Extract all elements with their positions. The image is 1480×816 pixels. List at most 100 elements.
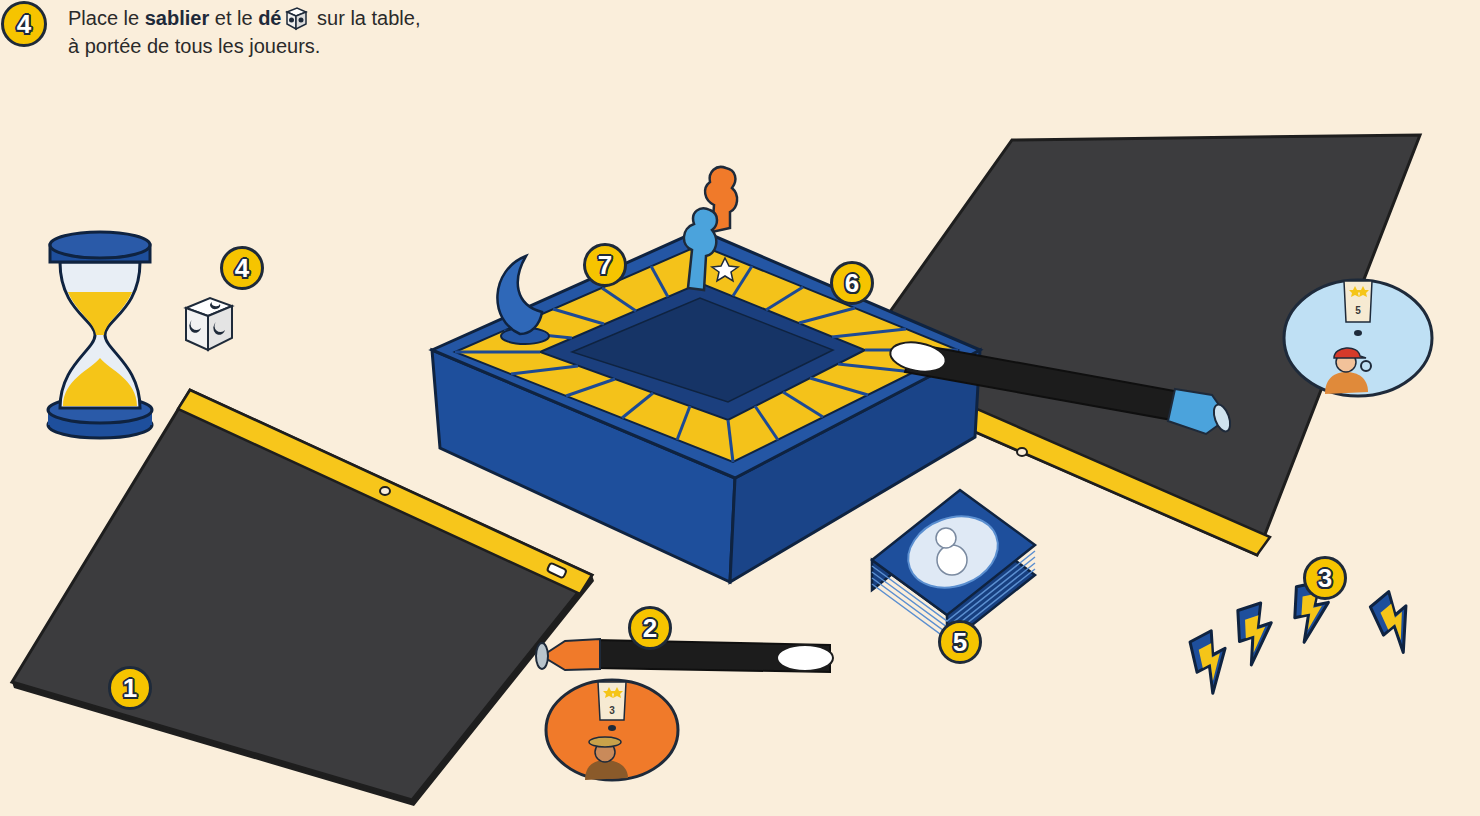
track-divider: [602, 288, 636, 311]
instruction-run: à portée de tous les joueurs.: [68, 35, 320, 57]
disc-character: [1325, 372, 1368, 394]
track-divider: [766, 287, 803, 310]
flashlight-cap: [777, 645, 833, 671]
die-moon: [213, 322, 225, 335]
instruction-run: sablier: [145, 7, 209, 29]
hourglass-cap: [50, 232, 150, 258]
track-divider: [799, 308, 855, 323]
detective-pawn: [684, 208, 717, 290]
track-divider: [622, 393, 653, 418]
lightning-token: [1230, 602, 1282, 666]
magnifier: [1361, 361, 1371, 371]
instruction-run: sur la table,: [317, 7, 420, 29]
callout-badge: 1: [108, 666, 152, 710]
flashlight-body: [905, 344, 1180, 420]
disc-star: [611, 687, 623, 698]
callout-badge: 7: [583, 243, 627, 287]
disc-star: [1357, 286, 1369, 297]
track-divider: [783, 392, 823, 417]
board-slot: [547, 563, 567, 579]
track-divider: [651, 266, 668, 297]
hourglass-sand: [63, 358, 137, 406]
die-icon: [299, 18, 304, 23]
instruction-run: et le: [215, 7, 253, 29]
disc-tab: [598, 682, 626, 720]
callout-badge: 2: [628, 606, 672, 650]
card-window: [898, 504, 1008, 599]
callout-number: 4: [235, 255, 249, 281]
die-icon: [283, 5, 309, 31]
callout-number: 4: [17, 11, 31, 37]
hourglass-glass: [60, 262, 140, 408]
callout-number: 1: [123, 675, 137, 701]
lightning-token: [1230, 602, 1282, 666]
box-center: [540, 283, 865, 420]
track-divider: [733, 266, 752, 296]
flashlight-head: [542, 639, 600, 670]
die-icon: [296, 12, 306, 29]
track-divider: [511, 366, 578, 374]
disc-value: 3: [609, 705, 615, 716]
disc-character: [585, 760, 628, 780]
lightning-token: [1183, 629, 1241, 695]
callout-badge: 5: [938, 620, 982, 664]
track-divider: [455, 351, 540, 354]
die: [208, 306, 232, 350]
disc-value: 5: [1355, 305, 1361, 316]
board-hole: [1017, 448, 1027, 456]
board-hole: [380, 487, 390, 495]
flashlight-lens: [1211, 402, 1234, 433]
flashlight-lens: [536, 643, 548, 669]
callout-badge: 6: [830, 261, 874, 305]
flashlight-cap: [888, 338, 948, 375]
track-divider: [832, 329, 906, 337]
hourglass-sand: [68, 292, 132, 335]
character-disc: [1284, 280, 1432, 396]
callout-number: 6: [845, 270, 859, 296]
lightning-token: [1183, 629, 1241, 695]
disc-pivot: [1354, 330, 1362, 336]
lightning-token: [1364, 589, 1428, 655]
callout-number: 7: [598, 252, 612, 278]
track-divider: [566, 379, 615, 396]
callout-number: 2: [643, 615, 657, 641]
instruction-text: Place le sablier et le dé sur la table, à…: [68, 4, 628, 60]
card: [872, 490, 1035, 615]
snowman: [937, 545, 967, 575]
callout-badge: 4: [220, 246, 264, 290]
moon-pawn: [497, 256, 542, 334]
snowman: [936, 528, 956, 548]
lightning-token: [1364, 589, 1428, 655]
disc-character: [589, 737, 621, 747]
die: [186, 308, 208, 350]
die-icon: [289, 18, 294, 23]
callout-number: 5: [953, 629, 967, 655]
lightning-token: [1240, 614, 1271, 653]
callout-number: 3: [1318, 565, 1332, 591]
instruction-run: Place le: [68, 7, 139, 29]
lightning-token: [1194, 642, 1229, 682]
track: [455, 245, 958, 462]
disc-character: [1334, 348, 1366, 358]
track-divider: [810, 378, 868, 395]
character-disc: [546, 680, 678, 780]
track-dividers: [455, 245, 958, 462]
die-icon: [287, 12, 296, 29]
disc-tab: [1344, 281, 1372, 322]
track-divider: [677, 406, 690, 440]
track-divider: [553, 309, 604, 324]
track-divider: [728, 420, 733, 462]
box-center: [572, 298, 833, 402]
instruction-run: dé: [258, 7, 281, 29]
callout-badge: 3: [1303, 556, 1347, 600]
lightning-token: [1377, 602, 1416, 642]
die-moon: [210, 302, 220, 309]
callout-badge: 4: [1, 1, 47, 47]
track-divider: [755, 406, 778, 440]
star-space: [712, 258, 738, 281]
die-moon: [189, 320, 201, 333]
disc-pivot: [608, 725, 616, 731]
